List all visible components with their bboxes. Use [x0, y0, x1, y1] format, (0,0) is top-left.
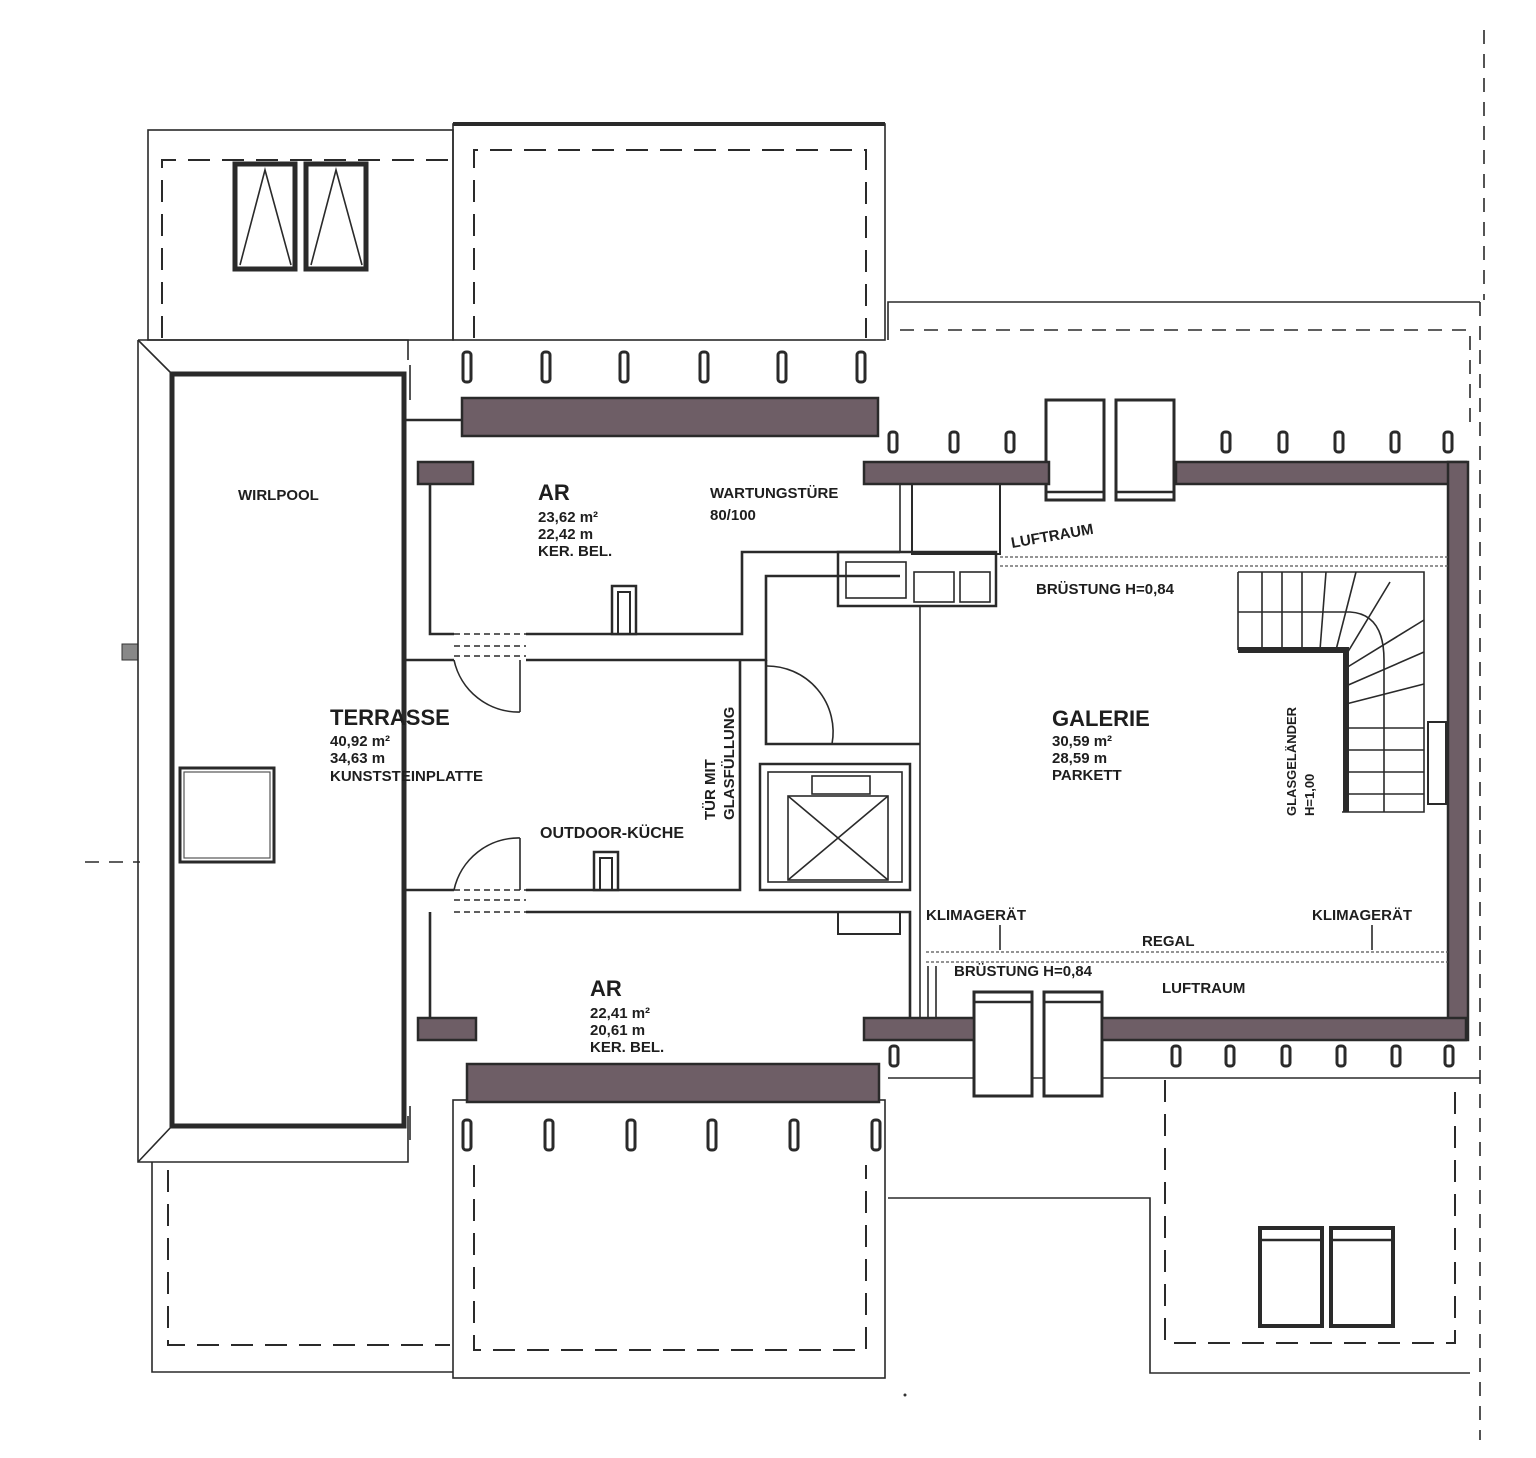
rafter-marks-top	[461, 350, 1454, 454]
terrasse-floor: KUNSTSTEINPLATTE	[330, 768, 483, 785]
room-label-ar-top: AR 23,62 m² 22,42 m KER. BEL.	[538, 480, 612, 560]
skylight-bottom-galerie-pair	[972, 990, 1104, 1098]
outdoor-kueche-label: OUTDOOR-KÜCHE	[540, 823, 684, 842]
klimageraet-right-label: KLIMAGERÄT	[1312, 907, 1412, 924]
galerie-floor: PARKETT	[1052, 767, 1122, 784]
ar-top-floor: KER. BEL.	[538, 543, 612, 560]
skylight-top-left-pair	[232, 161, 369, 272]
ar-bottom-title: AR	[590, 976, 622, 1001]
kitchen-walls	[402, 660, 920, 1040]
door-terrasse-upper[interactable]	[453, 659, 521, 713]
tuer-mit-label: TÜR MIT	[702, 759, 719, 820]
room-label-galerie: GALERIE 30,59 m² 28,59 m PARKETT	[1052, 706, 1150, 784]
annotation-door-glass: TÜR MIT GLASFÜLLUNG	[702, 707, 738, 820]
roof-outline-bottom-middle	[452, 1099, 886, 1379]
door-terrasse-lower[interactable]	[453, 837, 521, 891]
glasgelaender-label: GLASGELÄNDER	[1284, 706, 1299, 816]
roof-outline-top-left	[147, 129, 454, 341]
railings	[926, 556, 1448, 1018]
roof-outline-top-middle	[452, 122, 886, 341]
galerie-perimeter: 28,59 m	[1052, 750, 1107, 767]
ar-bottom-area: 22,41 m²	[590, 1005, 650, 1022]
shaft	[758, 762, 912, 892]
room-label-ar-bottom: AR 22,41 m² 20,61 m KER. BEL.	[590, 976, 664, 1056]
door-glass-panel[interactable]	[765, 665, 834, 745]
wirlpool-area	[137, 339, 411, 1163]
galerie-area: 30,59 m²	[1052, 733, 1112, 750]
wirlpool-title: WIRLPOOL	[238, 487, 319, 504]
ar-top-walls	[402, 418, 900, 662]
ar-bottom-perimeter: 20,61 m	[590, 1022, 645, 1039]
terrasse-perimeter: 34,63 m	[330, 750, 385, 767]
maintenance-niche	[836, 483, 1001, 1018]
staircase[interactable]	[1237, 571, 1447, 813]
klimageraet-left-label: KLIMAGERÄT	[926, 907, 1026, 924]
luftraum-bottom-label: LUFTRAUM	[1162, 980, 1245, 997]
bruestung-bottom-label: BRÜSTUNG H=0,84	[954, 963, 1093, 980]
ar-top-title: AR	[538, 480, 570, 505]
luftraum-top-label: LUFTRAUM	[1010, 521, 1095, 552]
glasgelaender-height: H=1,00	[1302, 774, 1317, 816]
annotation-glasgelaender: GLASGELÄNDER H=1,00	[1284, 706, 1317, 816]
ar-top-perimeter: 22,42 m	[538, 526, 593, 543]
roof-outline-bottom-right	[888, 1077, 1480, 1374]
regal-label: REGAL	[1142, 933, 1195, 950]
terrasse-title: TERRASSE	[330, 705, 450, 730]
room-label-wirlpool: WIRLPOOL	[238, 487, 319, 504]
ar-bottom-floor: KER. BEL.	[590, 1039, 664, 1056]
roof-outline-top-right	[887, 30, 1485, 1440]
room-label-terrasse: TERRASSE 40,92 m² 34,63 m KUNSTSTEINPLAT…	[330, 705, 483, 785]
skylight-top-galerie-pair	[1044, 398, 1176, 502]
roof-outline-bottom-left	[151, 1162, 453, 1373]
annotation-wartungstuere: WARTUNGSTÜRE 80/100	[710, 485, 838, 524]
wartungstuere-size: 80/100	[710, 507, 756, 524]
rafter-marks-bottom	[461, 1044, 1455, 1152]
bearing-walls	[416, 396, 1470, 1104]
skylight-bottom-right-pair	[1258, 1226, 1395, 1328]
bruestung-top-label: BRÜSTUNG H=0,84	[1036, 581, 1175, 598]
wartungstuere-label: WARTUNGSTÜRE	[710, 485, 838, 502]
galerie-title: GALERIE	[1052, 706, 1150, 731]
ar-top-area: 23,62 m²	[538, 509, 598, 526]
terrasse-area: 40,92 m²	[330, 733, 390, 750]
left-axis-marks	[85, 643, 907, 1397]
glasfuellung-label: GLASFÜLLUNG	[721, 707, 738, 820]
